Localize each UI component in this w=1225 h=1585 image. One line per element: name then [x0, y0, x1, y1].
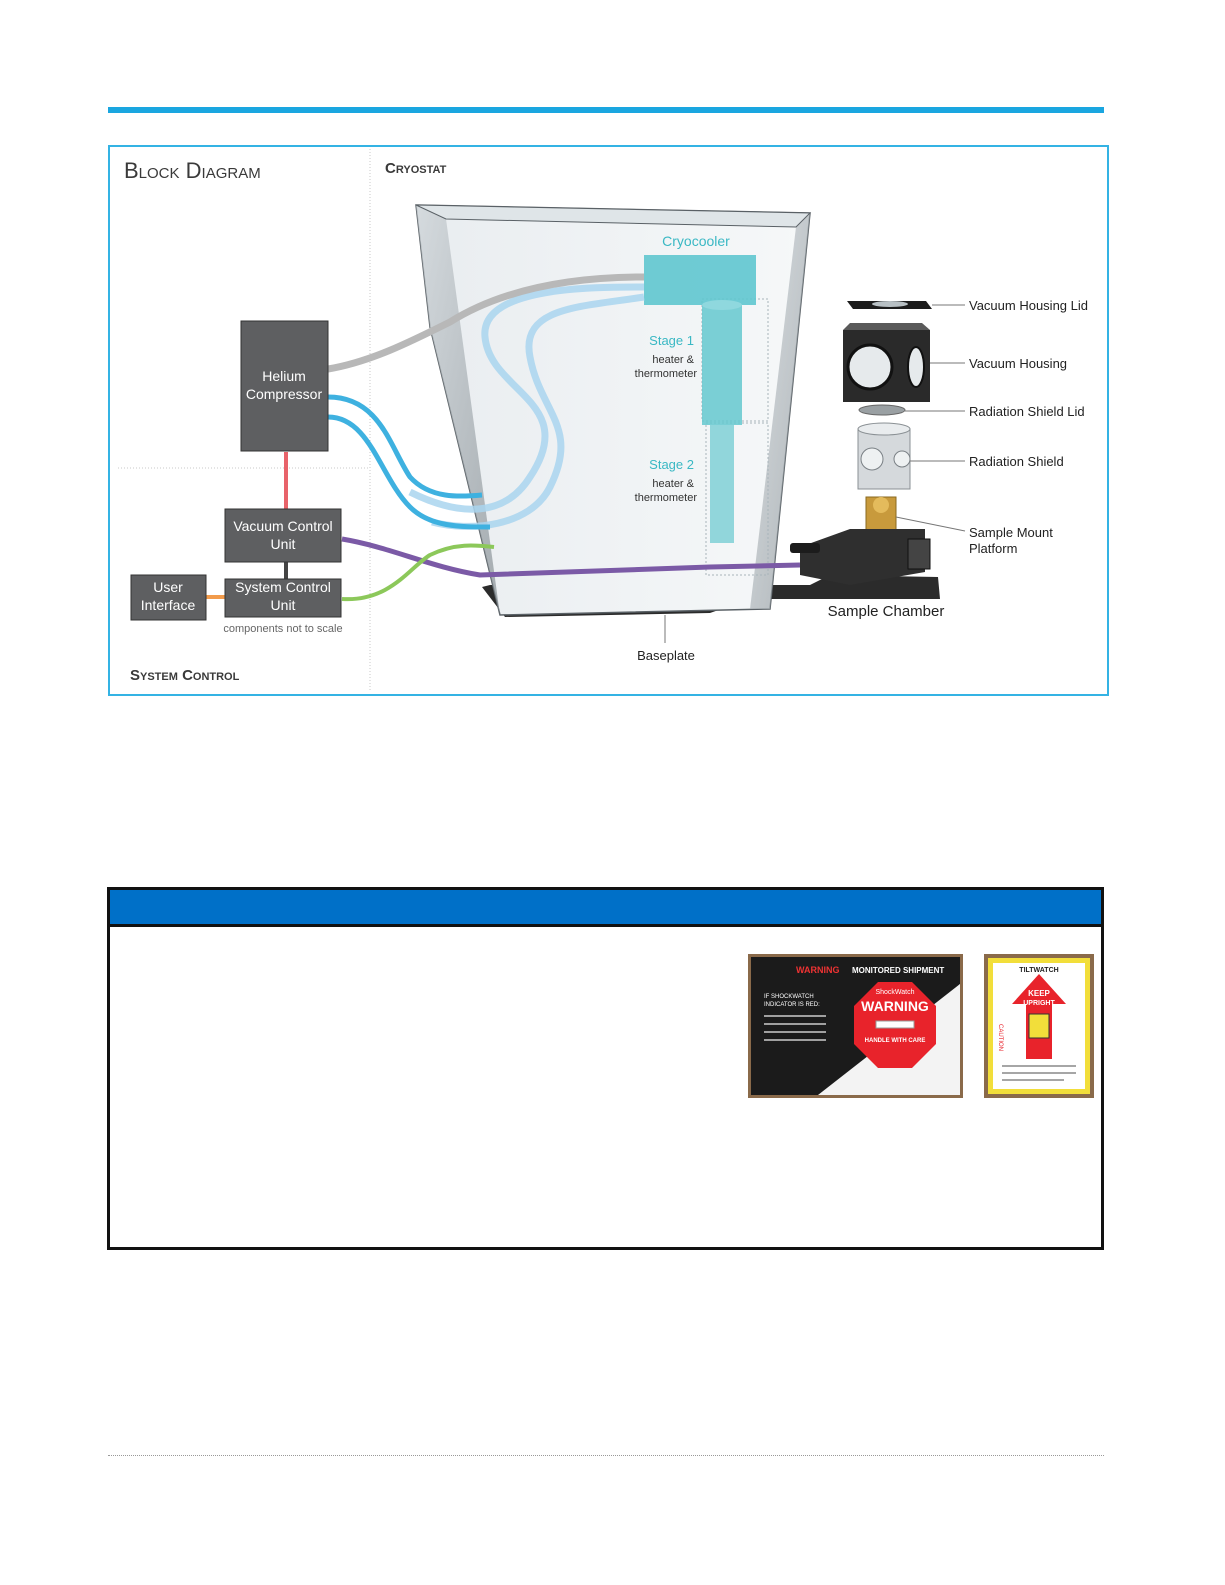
system-control-title: System Control: [130, 667, 240, 684]
stage1-line1: heater &: [652, 354, 694, 366]
stage1-title: Stage 1: [649, 333, 694, 348]
scu-label-1: System Control: [235, 579, 331, 595]
sample-mount-knob: [873, 497, 889, 513]
block-diagram-svg: Block Diagram Cryostat System Control He…: [118, 149, 1088, 692]
radiation-shield-top: [857, 422, 911, 436]
blue-hose-light-2: [431, 293, 645, 530]
stage2-title: Stage 2: [649, 457, 694, 472]
stage1-column: [702, 305, 742, 425]
stage2-line1: heater &: [652, 478, 694, 490]
vacuum-housing-top: [843, 323, 930, 330]
tiltwatch-label-image: TILTWATCH KEEP UPRIGHT CAUTION: [984, 954, 1094, 1098]
cryostat-top: [415, 204, 812, 228]
sample-chamber-part: [800, 529, 925, 585]
ui-label-2: Interface: [141, 597, 196, 613]
helium-gray-hose: [327, 273, 645, 373]
tiltwatch-upright: UPRIGHT: [1023, 1000, 1055, 1007]
warning-box: WARNING MONITORED SHIPMENT IF SHOCKWATCH…: [107, 887, 1104, 1250]
sample-mount-label-2: Platform: [969, 541, 1017, 556]
shockwatch-warning-small: WARNING: [796, 965, 840, 975]
vacuum-control-unit-box: [224, 508, 342, 563]
footer-rule: [108, 1455, 1104, 1456]
shield-port-left: [860, 447, 884, 471]
chamber-clamp: [790, 543, 820, 553]
radiation-shield-lid-part: [858, 404, 906, 416]
shockwatch-if-line2: INDICATOR IS RED:: [764, 1002, 820, 1008]
housing-window-left: [846, 343, 894, 391]
housing-window-right: [907, 346, 925, 388]
tiltwatch-keep: KEEP: [1028, 989, 1050, 998]
diagram-title: Block Diagram: [124, 158, 261, 183]
ui-label-1: User: [153, 579, 183, 595]
helium-label-1: Helium: [262, 368, 306, 384]
shockwatch-brand: ShockWatch: [875, 989, 914, 996]
blue-hose-1: [327, 394, 483, 499]
green-cable: [341, 543, 495, 602]
shockwatch-monitored: MONITORED SHIPMENT: [852, 966, 944, 975]
cryostat-title: Cryostat: [385, 160, 447, 177]
shockwatch-warning-big: WARNING: [861, 998, 929, 1014]
shockwatch-label-image: WARNING MONITORED SHIPMENT IF SHOCKWATCH…: [748, 954, 963, 1098]
helium-compressor-box: [240, 320, 329, 452]
shield-port-right: [893, 450, 911, 468]
warning-header-bar: [110, 890, 1101, 927]
vacuum-housing-lid-label: Vacuum Housing Lid: [969, 298, 1088, 313]
scu-label-2: Unit: [271, 597, 296, 613]
user-interface-box: [130, 574, 207, 621]
vacuum-housing-label: Vacuum Housing: [969, 356, 1067, 371]
sample-mount-label-1: Sample Mount: [969, 525, 1053, 540]
blue-hose-2: [327, 414, 491, 530]
cryostat-side-right: [750, 213, 810, 609]
tiltwatch-indicator: [1028, 1013, 1050, 1039]
cryocooler-head: [644, 255, 756, 305]
system-control-unit-box: [224, 578, 342, 618]
lid-window: [872, 301, 908, 307]
sample-chamber-label: Sample Chamber: [828, 603, 945, 620]
stage2-line2: thermometer: [635, 492, 698, 504]
stage2-column: [710, 425, 734, 543]
vcu-label-2: Unit: [271, 536, 296, 552]
stage1-line2: thermometer: [635, 368, 698, 380]
baseplate-label: Baseplate: [637, 648, 695, 663]
stage1-top: [702, 300, 742, 310]
scale-note: components not to scale: [223, 623, 342, 635]
sample-chamber-window: [907, 538, 931, 570]
vcu-label-1: Vacuum Control: [233, 518, 332, 534]
tiltwatch-caution: CAUTION: [997, 1024, 1003, 1051]
cryocooler-label: Cryocooler: [662, 233, 730, 249]
block-diagram-figure: Block Diagram Cryostat System Control He…: [108, 145, 1109, 696]
shockwatch-handle: HANDLE WITH CARE: [865, 1038, 926, 1044]
blue-hose-light-1: [408, 283, 645, 513]
radiation-shield-label: Radiation Shield: [969, 454, 1064, 469]
header-rule: [108, 107, 1104, 113]
stage2-outline: [705, 422, 769, 576]
cryostat-side-left: [416, 205, 500, 615]
tiltwatch-brand: TILTWATCH: [1019, 967, 1058, 974]
leader-mount: [895, 516, 966, 532]
shockwatch-if-line1: IF SHOCKWATCH: [764, 994, 814, 1000]
helium-label-2: Compressor: [246, 386, 323, 402]
radiation-shield-lid-label: Radiation Shield Lid: [969, 404, 1085, 419]
